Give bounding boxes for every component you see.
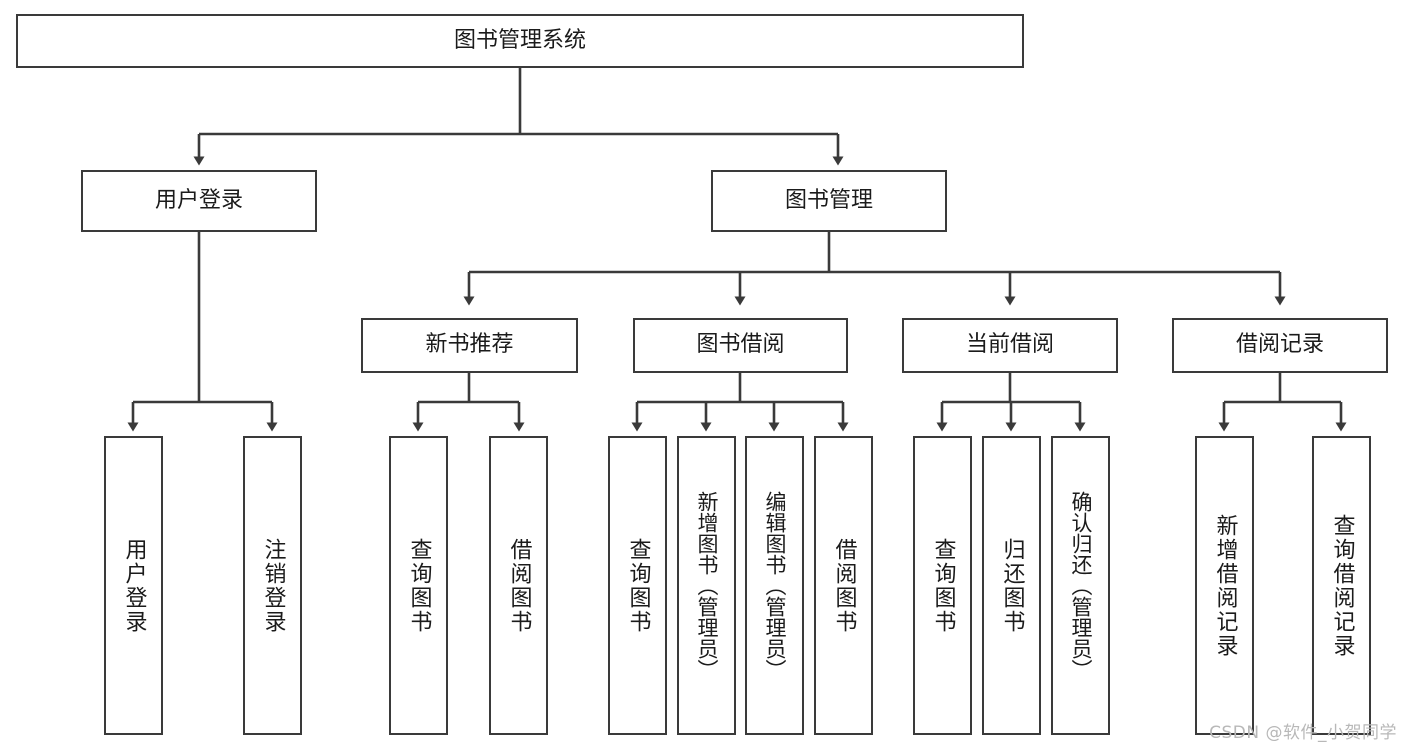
- node-label: 归还图书: [999, 537, 1025, 634]
- node-label: 借阅图书: [831, 537, 857, 634]
- csdn-watermark: CSDN @软件_小贺同学: [1209, 723, 1397, 743]
- leaf-edit-book-admin[interactable]: 编辑图书（管理员）: [745, 436, 804, 735]
- node-label: 图书管理系统: [453, 27, 586, 53]
- node-book-borrow[interactable]: 图书借阅: [633, 318, 848, 373]
- leaf-query-book-borrow[interactable]: 查询图书: [608, 436, 667, 735]
- leaf-add-book-admin[interactable]: 新增图书（管理员）: [677, 436, 736, 735]
- node-root-book-management-system[interactable]: 图书管理系统: [16, 14, 1024, 68]
- node-label: 借阅图书: [506, 537, 532, 634]
- node-label: 用户登录: [154, 187, 243, 213]
- node-label: 查询图书: [406, 537, 432, 634]
- node-borrow-record[interactable]: 借阅记录: [1172, 318, 1388, 373]
- node-book-management[interactable]: 图书管理: [711, 170, 947, 232]
- node-label: 借阅记录: [1235, 332, 1324, 358]
- node-label: 编辑图书（管理员）: [763, 491, 787, 680]
- leaf-borrow-book-recommend[interactable]: 借阅图书: [489, 436, 548, 735]
- node-label: 注销登录: [260, 537, 286, 634]
- node-label: 新书推荐: [425, 332, 514, 358]
- node-user-login[interactable]: 用户登录: [81, 170, 317, 232]
- leaf-query-book-recommend[interactable]: 查询图书: [389, 436, 448, 735]
- node-label: 新增图书（管理员）: [695, 491, 719, 680]
- node-label: 当前借阅: [965, 332, 1054, 358]
- node-label: 图书借阅: [696, 332, 785, 358]
- leaf-return-book[interactable]: 归还图书: [982, 436, 1041, 735]
- leaf-user-login[interactable]: 用户登录: [104, 436, 163, 735]
- leaf-borrow-book-borrow[interactable]: 借阅图书: [814, 436, 873, 735]
- node-label: 确认归还（管理员）: [1069, 491, 1093, 680]
- node-label: 用户登录: [121, 537, 147, 634]
- node-label: 查询图书: [930, 537, 956, 634]
- leaf-add-borrow-record[interactable]: 新增借阅记录: [1195, 436, 1254, 735]
- leaf-query-borrow-record[interactable]: 查询借阅记录: [1312, 436, 1371, 735]
- leaf-logout-login[interactable]: 注销登录: [243, 436, 302, 735]
- node-label: 查询借阅记录: [1329, 513, 1355, 658]
- leaf-query-book-current[interactable]: 查询图书: [913, 436, 972, 735]
- node-current-borrow[interactable]: 当前借阅: [902, 318, 1118, 373]
- leaf-confirm-return-admin[interactable]: 确认归还（管理员）: [1051, 436, 1110, 735]
- node-label: 图书管理: [784, 187, 873, 213]
- node-new-book-recommend[interactable]: 新书推荐: [361, 318, 578, 373]
- node-label: 查询图书: [625, 537, 651, 634]
- node-label: 新增借阅记录: [1212, 513, 1238, 658]
